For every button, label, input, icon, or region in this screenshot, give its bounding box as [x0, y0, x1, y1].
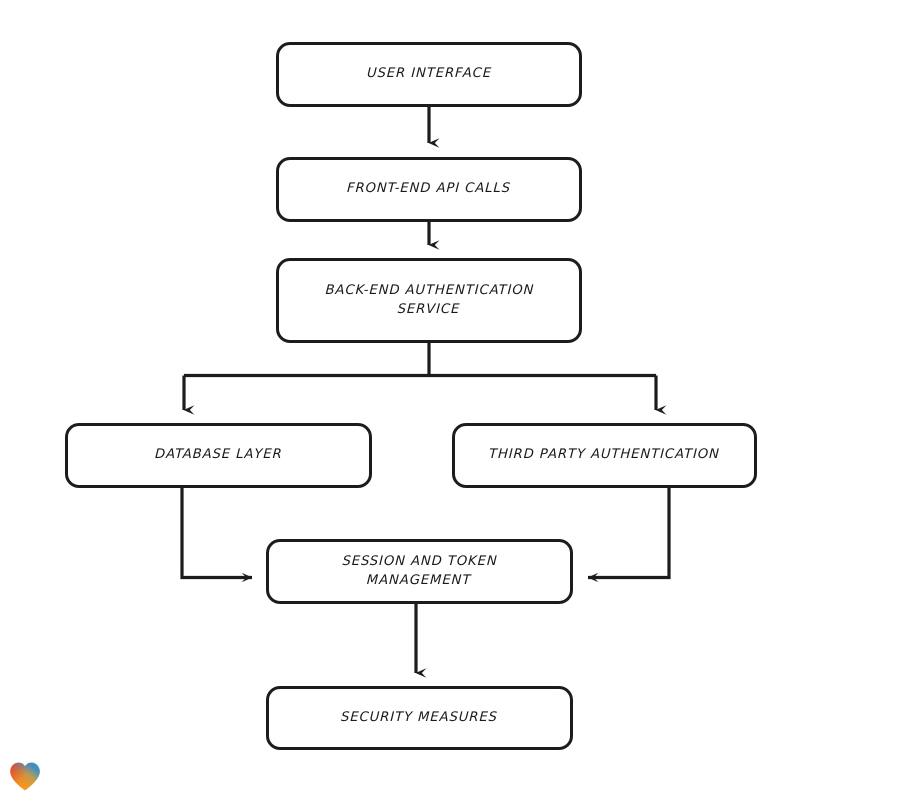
edge-thirdparty-to-session: [587, 488, 671, 583]
node-front-end-api-calls[interactable]: Front-End API Calls: [276, 157, 582, 222]
node-session-and-token-management[interactable]: Session and Token Management: [266, 539, 573, 604]
edge-database-to-session: [180, 488, 253, 583]
node-user-interface[interactable]: User Interface: [276, 42, 582, 107]
node-security-measures[interactable]: Security Measures: [266, 686, 573, 750]
node-label-front-end-api-calls: Front-End API Calls: [346, 181, 512, 197]
node-database-layer[interactable]: Database Layer: [65, 423, 372, 488]
node-label-database-layer: Database Layer: [154, 447, 283, 463]
node-third-party-authentication[interactable]: Third Party Authentication: [452, 423, 757, 488]
node-back-end-authentication-service[interactable]: Back-End Authentication Service: [276, 258, 582, 343]
node-label-back-end-authentication-service: Back-End Authentication Service: [324, 282, 535, 317]
heart-icon: [10, 762, 40, 791]
node-label-user-interface: User Interface: [366, 66, 492, 82]
node-label-third-party-authentication: Third Party Authentication: [488, 447, 721, 463]
node-label-session-and-token-management: Session and Token Management: [342, 553, 498, 588]
node-label-security-measures: Security Measures: [340, 709, 499, 725]
